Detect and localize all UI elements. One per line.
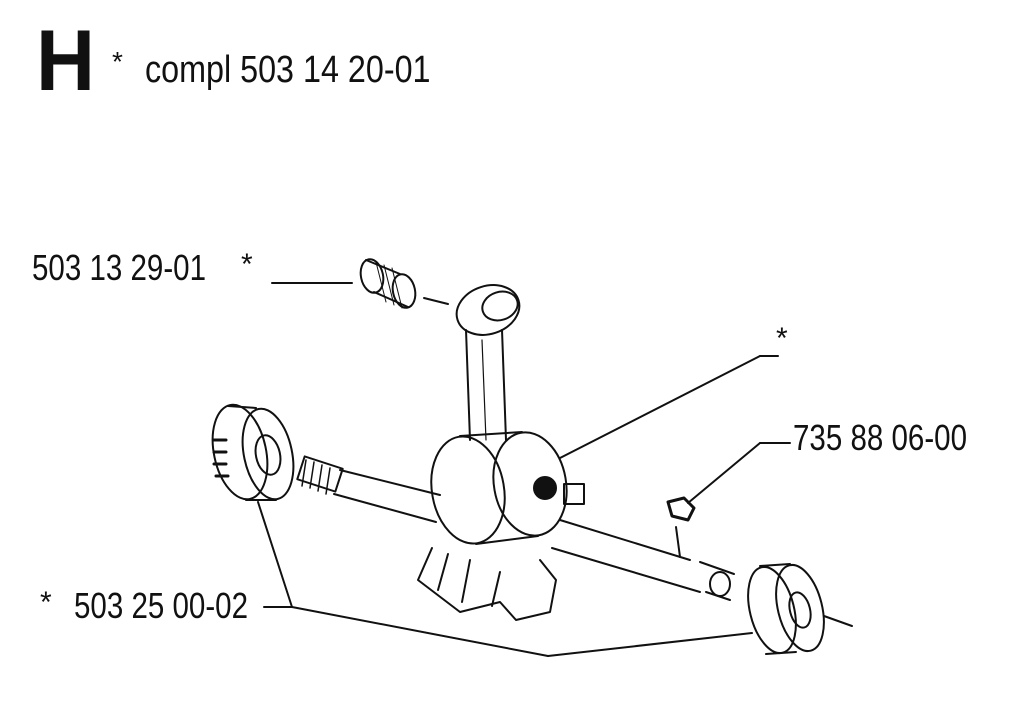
needle-bearing-icon <box>359 258 417 309</box>
assembly-part-number: compl 503 14 20-01 <box>145 49 431 91</box>
crankshaft-drawing <box>296 284 735 621</box>
woodruff-key-icon <box>666 496 696 522</box>
ball-bearing-part-number: 503 25 00-02 <box>74 585 248 626</box>
section-letter: H <box>36 13 96 109</box>
ball-bearing-icon <box>747 563 853 655</box>
leader-lines <box>257 282 791 657</box>
needle-bearing-star: * <box>241 248 253 281</box>
assembly-star: * <box>112 46 123 77</box>
crankshaft-star: * <box>776 322 788 355</box>
needle-bearing-part-number: 503 13 29-01 <box>32 247 206 288</box>
ball-bearing-star: * <box>40 586 52 619</box>
key-part-number: 735 88 06-00 <box>793 417 967 458</box>
ball-bearing-icon <box>211 403 295 501</box>
